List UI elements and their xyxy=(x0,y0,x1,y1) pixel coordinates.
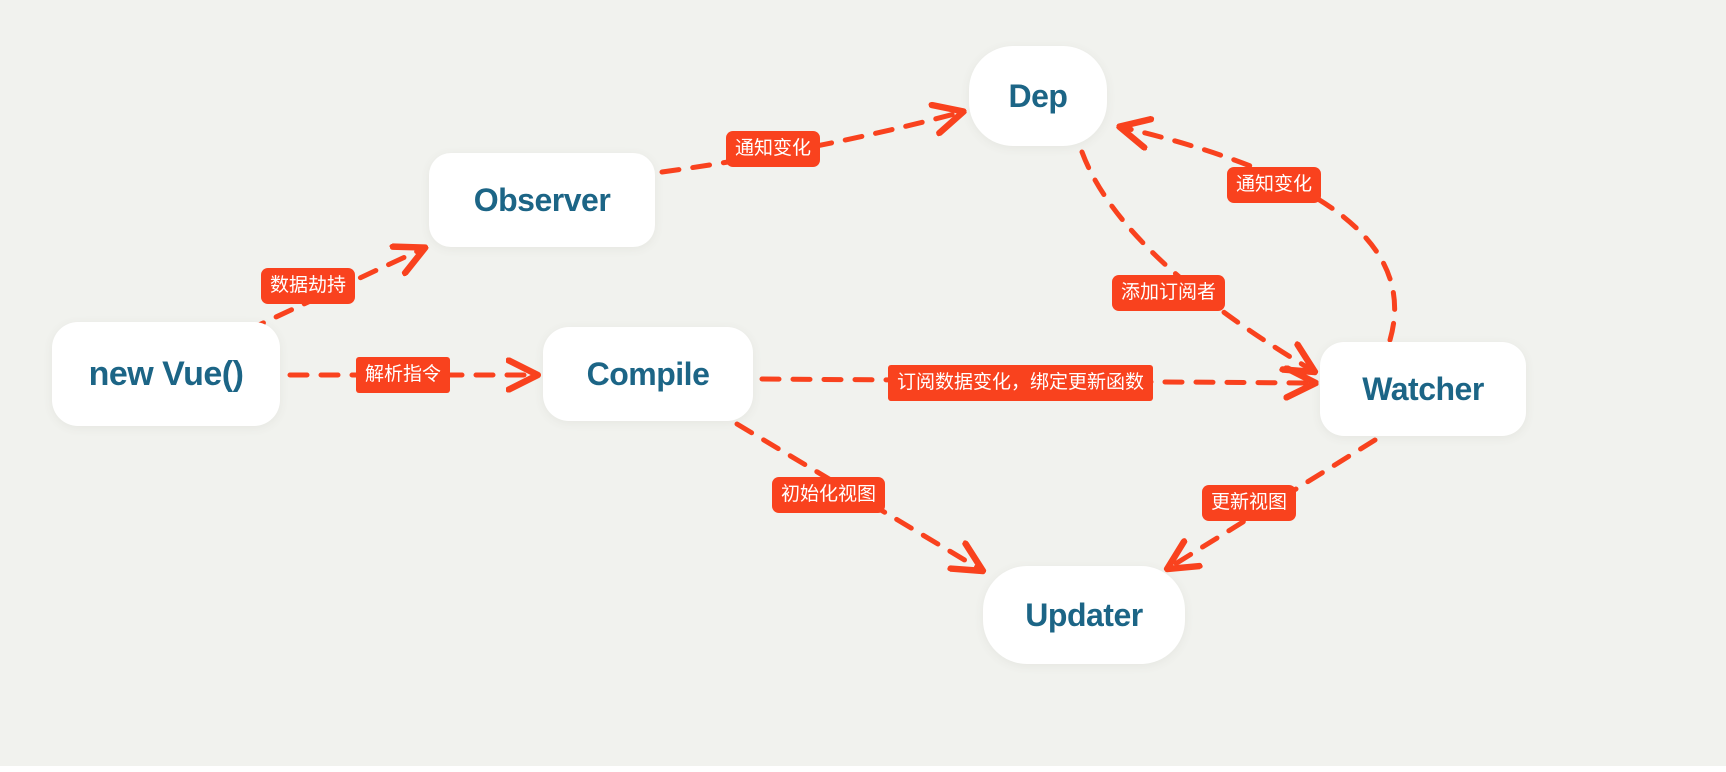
node-label-watcher: Watcher xyxy=(1362,370,1484,407)
node-watcher[interactable]: Watcher xyxy=(1320,342,1526,436)
node-updater[interactable]: Updater xyxy=(983,566,1185,664)
node-label-new-vue: new Vue() xyxy=(88,354,244,393)
node-label-observer: Observer xyxy=(473,181,611,218)
edge-label-text: 添加订阅者 xyxy=(1121,281,1217,303)
edge-label-text: 更新视图 xyxy=(1211,491,1288,513)
edge-label-text: 通知变化 xyxy=(1236,173,1313,195)
node-dep[interactable]: Dep xyxy=(969,46,1107,146)
edge-label-text: 数据劫持 xyxy=(270,274,347,296)
node-new-vue[interactable]: new Vue() xyxy=(52,322,280,426)
edge-label-notify-change-watcher: 通知变化 xyxy=(1227,167,1322,203)
edge-label-subscribe-bind-update: 订阅数据变化，绑定更新函数 xyxy=(888,365,1154,401)
edge-label-add-subscriber: 添加订阅者 xyxy=(1112,275,1226,311)
edge-label-text: 订阅数据变化，绑定更新函数 xyxy=(897,371,1145,393)
edge-label-text: 初始化视图 xyxy=(781,483,877,505)
node-compile[interactable]: Compile xyxy=(543,327,753,421)
node-label-compile: Compile xyxy=(586,355,710,392)
node-observer[interactable]: Observer xyxy=(429,153,655,247)
edge-label-text: 通知变化 xyxy=(735,137,812,159)
edge-label-data-hijack: 数据劫持 xyxy=(261,268,356,304)
edge-label-init-view: 初始化视图 xyxy=(772,477,886,513)
edge-label-text: 解析指令 xyxy=(365,363,442,385)
edge-label-notify-change-observer: 通知变化 xyxy=(726,131,821,167)
node-label-updater: Updater xyxy=(1025,596,1143,633)
node-label-dep: Dep xyxy=(1008,77,1068,114)
edge-label-update-view: 更新视图 xyxy=(1202,485,1297,521)
edge-label-parse-directive: 解析指令 xyxy=(356,357,451,393)
